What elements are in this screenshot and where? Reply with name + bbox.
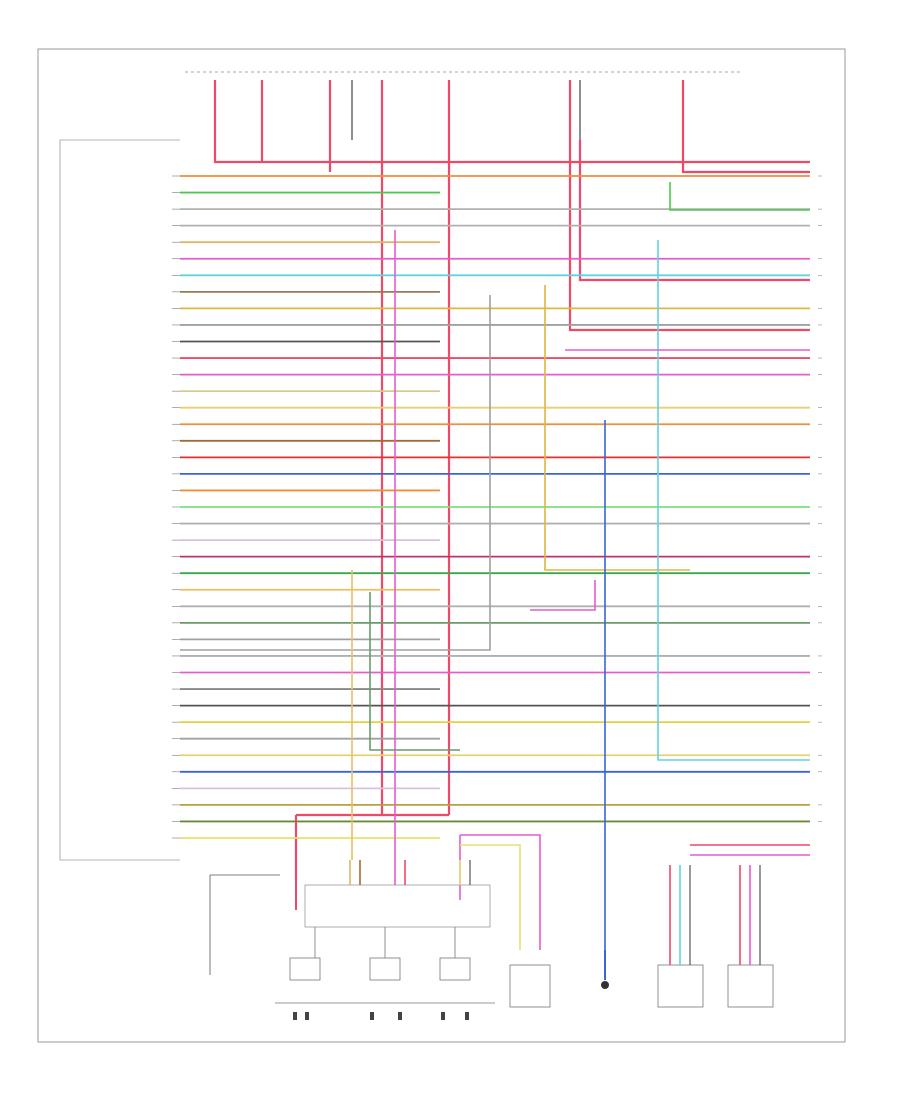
circuit-wires — [180, 175, 822, 839]
right-splice — [690, 844, 810, 856]
top-connector-4 — [568, 80, 581, 140]
oxygen-sensor-1 — [657, 865, 704, 1008]
oxygen-sensor-2 — [727, 865, 774, 1008]
spark-plug-icon — [441, 1012, 445, 1020]
crankshaft-sensor — [509, 964, 551, 1008]
ignition-module — [209, 860, 491, 975]
top-connectors — [213, 80, 685, 140]
ignition-coil-3 — [439, 957, 471, 981]
bottom-components — [509, 844, 810, 1008]
spark-plugs — [293, 1012, 469, 1020]
spark-plug-icon — [465, 1012, 469, 1020]
ignition-coil-2 — [369, 957, 401, 981]
spark-plug-icon — [305, 1012, 309, 1020]
spark-plug-icon — [398, 1012, 402, 1020]
top-connector-2 — [328, 80, 384, 140]
power-feed-wires — [213, 140, 810, 880]
ignition-coil-1 — [289, 957, 321, 981]
pcm-module — [59, 139, 180, 861]
pcm-pin-list — [172, 175, 180, 839]
ignition-coils — [275, 927, 495, 1004]
diagram-frame — [37, 48, 846, 1043]
pcm-bracket — [59, 139, 180, 861]
spark-plug-icon — [293, 1012, 297, 1020]
knock-sensor — [601, 950, 609, 989]
spark-plug-icon — [370, 1012, 374, 1020]
top-connector-1 — [213, 80, 264, 140]
vertical-feeders — [180, 182, 810, 950]
